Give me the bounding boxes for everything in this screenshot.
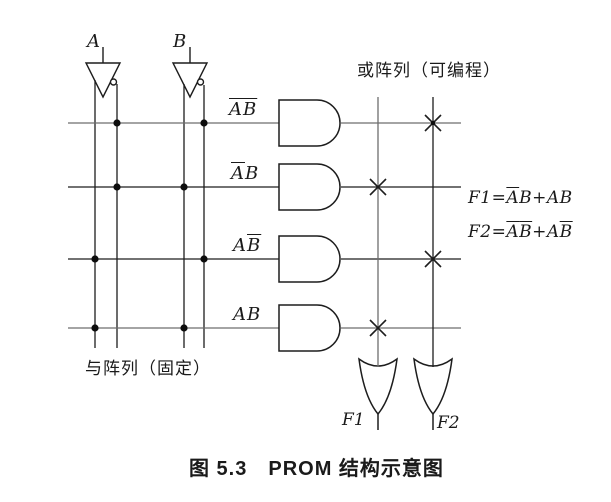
and-gate-3 [278,235,341,283]
eq2-seg0: F2= [468,222,507,242]
input-buffer-a [84,47,122,99]
dot-row1-na [113,119,121,127]
output-f2-label: F2 [437,413,460,433]
and-output-lines [341,122,461,329]
eq1-seg1: A [506,188,520,208]
input-a-label: A [87,31,100,52]
term2-seg-b: B [245,163,260,184]
and-array-connection-dots [91,119,208,332]
and-gate-1 [278,99,341,147]
term3-seg-b: B [247,235,262,256]
term3-seg-a: A [233,235,247,256]
product-term-label-2: AB [231,165,259,183]
eq1-seg0: F1= [468,188,507,208]
term1-seg-a: A [229,99,243,120]
dot-row4-a [91,324,99,332]
eq2-seg1: A [506,222,520,242]
product-term-label-4: AB [233,306,261,324]
term1-seg-b: B [243,99,258,120]
and-gates [278,99,341,352]
eq2-seg2: B [519,222,533,242]
and-gate-4 [278,304,341,352]
or-array-crosspoints [369,114,442,337]
or-array-column-lines [377,97,434,367]
dot-row3-nb [200,255,208,263]
dot-row3-a [91,255,99,263]
product-term-label-1: AB [229,101,257,119]
and-gate-2 [278,163,341,211]
cross-row4-f1 [369,319,387,337]
equation-f1: F1=AB+AB [468,190,573,207]
term2-seg-a: A [231,163,245,184]
figure-caption: 图 5.3 PROM 结构示意图 [189,458,444,480]
term4-seg-b: B [247,304,262,325]
product-term-label-3: AB [233,237,261,255]
eq2-seg3: +A [532,222,560,242]
term4-seg-a: A [233,304,247,325]
dot-row4-b [180,324,188,332]
or-gate-f2-body [413,357,453,416]
and-array-vertical-lines [94,80,205,348]
or-array-label: 或阵列（可编程） [357,61,501,80]
or-gate-f1-body [358,357,398,416]
cross-row1-f2 [424,114,442,132]
buffer-b-invert-bubble-icon [196,78,205,86]
equation-f2: F2=AB+AB [468,224,573,241]
dot-row2-b [180,183,188,191]
dot-row1-nb [200,119,208,127]
cross-row1-center-dot [430,120,436,126]
cross-row2-f1 [369,178,387,196]
product-term-row-lines [68,122,279,329]
output-f1-label: F1 [342,410,365,430]
eq1-seg2: B+AB [519,188,573,208]
eq2-seg4: B [559,222,573,242]
buffer-a-invert-bubble-icon [109,78,118,86]
cross-row3-f2 [424,250,442,268]
input-b-label: B [173,31,187,52]
input-buffer-b [171,47,209,99]
dot-row2-na [113,183,121,191]
and-array-label: 与阵列（固定） [85,359,211,378]
